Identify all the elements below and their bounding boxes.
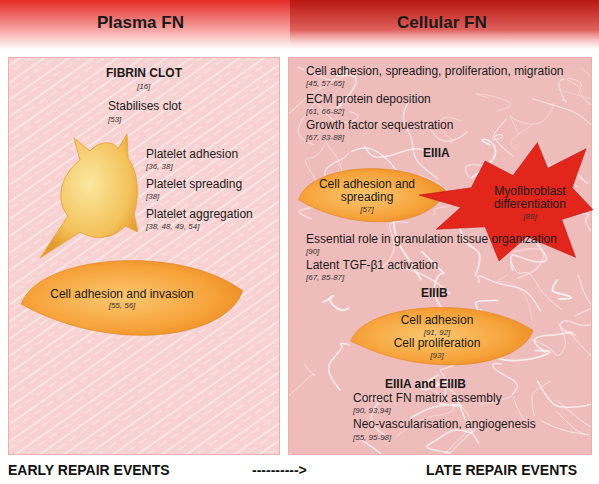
reference: [93] [430,351,443,360]
reference: [36, 38] [146,162,173,171]
function-text: Stabilises clot [108,100,181,114]
function-text: Platelet adhesion [146,148,238,162]
function-text: Platelet spreading [146,178,242,192]
reference: [16] [137,82,150,91]
platelet-illustration [40,134,138,258]
reference: [55, 56] [109,301,136,310]
reference: [38, 48, 49, 54] [146,222,199,231]
function-text: Platelet aggregation [146,208,253,222]
reference: [61, 66-82] [306,107,344,116]
reference: [67, 85-87] [306,273,344,282]
function-text: Cell adhesion, spreading, proliferation,… [306,65,563,79]
reference: [90, 93,94] [353,406,391,415]
function-text: Growth factor sequestration [306,119,453,133]
function-text: Neo-vascularisation, angiogenesis [353,418,536,432]
heading: EIIIA [423,147,450,161]
timeline-label: LATE REPAIR EVENTS [426,462,577,478]
cell-shape: Cell adhesion and invasion[55, 56] [19,247,245,351]
heading: EIIIA and EIIIB [385,378,466,392]
reference: [55, 95-98] [353,433,391,442]
heading: FIBRIN CLOT [106,67,182,81]
function-text: Cell adhesion and invasion [50,288,193,302]
reference: [67, 83-88] [306,133,344,142]
timeline-arrow: ----------> [252,462,307,478]
reference: [90] [306,247,319,256]
cell-shape: Cell adhesion and spreading[57] [297,159,447,233]
heading: Cellular FN [397,13,487,33]
reference: [38] [146,192,159,201]
reference: [57] [360,205,373,214]
function-text: Cell adhesion [401,314,474,328]
function-text: Essential role in granulation tissue org… [306,233,557,247]
heading: Plasma FN [97,13,184,33]
header-band-right [290,0,599,50]
fibre-texture [288,67,592,455]
timeline-label: EARLY REPAIR EVENTS [8,462,170,478]
function-text: Myofibroblast differentiation [481,185,579,213]
panel: Plasma FNFIBRIN CLOT[16]Stabilises clot[… [8,57,280,455]
plasma-panel-fill [8,57,280,455]
panel: Cellular FNCell adhesion, spreading, pro… [288,57,592,455]
header-band [0,0,599,50]
reference: [91, 92] [424,328,451,337]
reference: [53] [108,115,121,124]
function-text: Cell proliferation [394,337,481,351]
function-text: Correct FN matrix assembly [353,392,502,406]
function-text: ECM protein deposition [306,93,431,107]
heading: EIIIB [421,287,448,301]
function-text: Cell adhesion and spreading [309,178,425,206]
reference: [89] [523,212,536,221]
cell-shape: Cell adhesion[91, 92]Cell proliferation[… [349,297,535,377]
function-text: Latent TGF-β1 activation [306,259,438,273]
reference: [45, 57-65] [306,79,344,88]
